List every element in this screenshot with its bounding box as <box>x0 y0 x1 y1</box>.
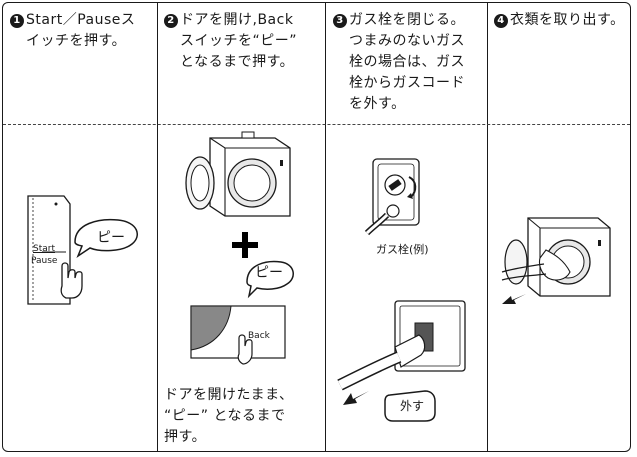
remove-clothes-illustration <box>501 217 611 304</box>
gas-valve-illustration <box>364 158 420 236</box>
start-pause-switch-illustration <box>27 195 138 305</box>
back-label: Back <box>248 331 270 341</box>
start-label: Start <box>33 244 55 254</box>
plus-icon <box>232 232 258 258</box>
gas-valve-caption: ガス栓(例) <box>376 243 429 256</box>
back-beep-bubble-text: ピー <box>255 265 283 281</box>
gas-cord-removal-illustration <box>337 300 466 422</box>
column-divider-1 <box>157 2 158 452</box>
instruction-frame <box>2 2 631 452</box>
back-note: ドアを開けたまま、 “ピー” となるまで 押す。 <box>164 387 294 445</box>
section-divider <box>3 124 630 125</box>
back-switch-illustration <box>190 260 294 365</box>
step-3-number: 3 <box>333 14 347 28</box>
pause-label: Pause <box>31 256 58 266</box>
column-divider-2 <box>325 2 326 452</box>
step-1-number: 1 <box>10 14 24 28</box>
column-divider-3 <box>487 2 488 452</box>
dryer-open-door-illustration <box>185 131 291 217</box>
step-4-number: 4 <box>494 14 508 28</box>
step-2-number: 2 <box>164 14 178 28</box>
beep-bubble-text: ピー <box>97 230 125 246</box>
remove-label: 外す <box>400 399 425 413</box>
